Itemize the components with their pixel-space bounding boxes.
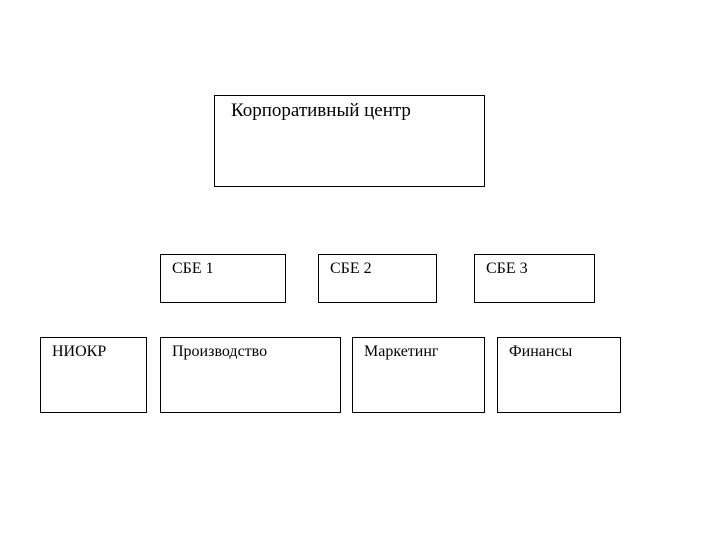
node-sbu-2-label: СБЕ 2	[330, 260, 372, 277]
node-sbu-1-label: СБЕ 1	[172, 260, 214, 277]
node-function-production[interactable]: Производство	[160, 337, 341, 413]
node-sbu-1[interactable]: СБЕ 1	[160, 254, 286, 303]
node-function-finance-label: Финансы	[509, 343, 573, 360]
node-function-rnd-label: НИОКР	[52, 343, 107, 360]
node-sbu-2[interactable]: СБЕ 2	[318, 254, 437, 303]
node-corporate-center-label: Корпоративный центр	[231, 100, 411, 121]
node-sbu-3[interactable]: СБЕ 3	[474, 254, 595, 303]
node-function-rnd[interactable]: НИОКР	[40, 337, 147, 413]
node-function-marketing[interactable]: Маркетинг	[352, 337, 485, 413]
node-sbu-3-label: СБЕ 3	[486, 260, 528, 277]
node-function-production-label: Производство	[172, 343, 268, 360]
node-function-marketing-label: Маркетинг	[364, 343, 439, 360]
node-function-finance[interactable]: Финансы	[497, 337, 621, 413]
node-corporate-center[interactable]: Корпоративный центр	[214, 95, 485, 187]
